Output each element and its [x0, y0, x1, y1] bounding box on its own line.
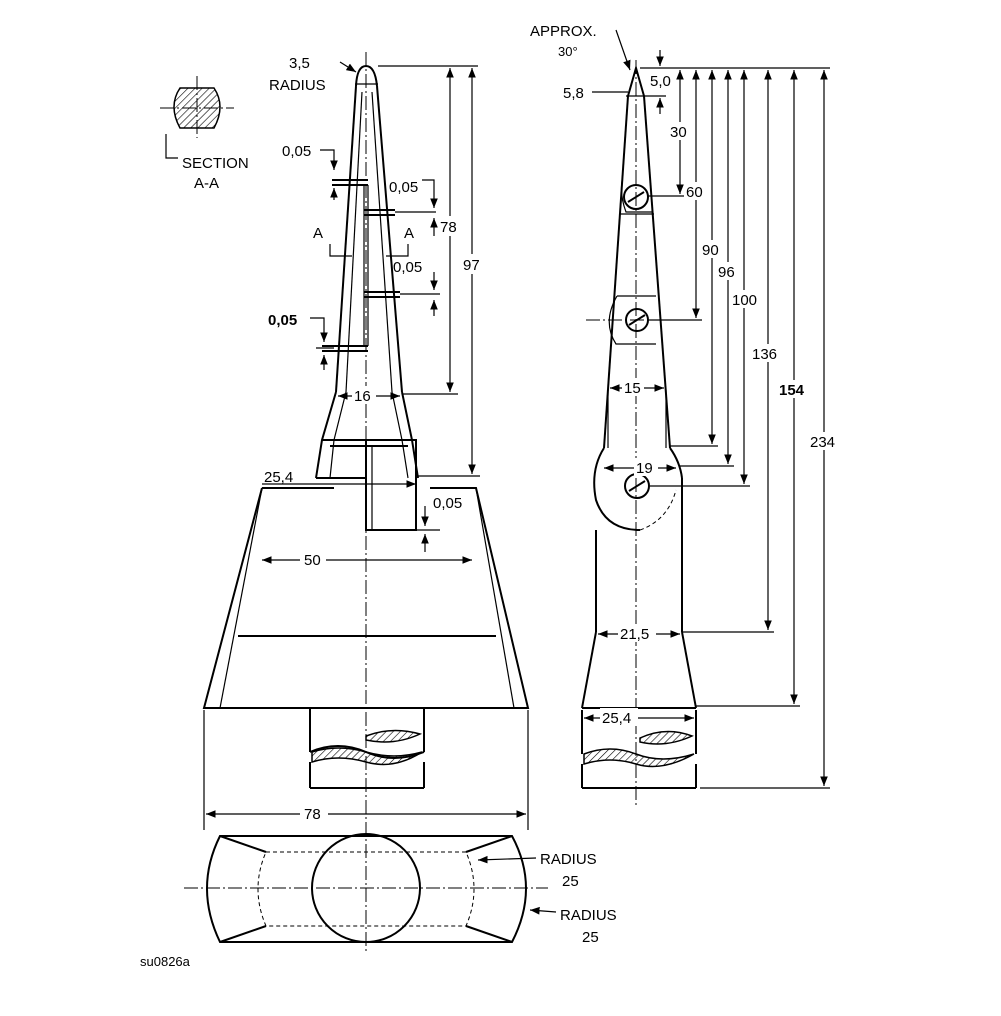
dim-gap-4: 0,05: [268, 312, 297, 329]
dim-width-50: 50: [304, 552, 321, 569]
dim-side-234: 234: [810, 434, 835, 451]
dim-side-width-19: 19: [636, 460, 653, 477]
section-a-a: SECTION A-A: [160, 76, 249, 192]
base-radius-outer-value: 25: [582, 929, 599, 946]
section-title: SECTION: [182, 155, 249, 172]
dim-width-25-4-front: 25,4: [264, 469, 293, 486]
dim-side-width-25-4: 25,4: [602, 710, 631, 727]
side-dimensions: APPROX. 30° 5,0 5,8 30 60 90 96: [530, 23, 842, 789]
tip-angle-word: APPROX.: [530, 23, 597, 40]
dim-side-136: 136: [752, 346, 777, 363]
front-view: [202, 52, 530, 952]
dim-tip-5-8: 5,8: [563, 85, 584, 102]
dim-length-78: 78: [440, 219, 457, 236]
front-dimensions: 3,5 RADIUS 78 97 0,05 0,05 A A 0,05: [203, 55, 529, 830]
base-radius-inner-value: 25: [562, 873, 579, 890]
dim-tip-5-0: 5,0: [650, 73, 671, 90]
base-radius-inner-word: RADIUS: [540, 851, 597, 868]
tip-radius-value: 3,5: [289, 55, 310, 72]
dim-side-60: 60: [686, 184, 703, 201]
section-mark-left: A: [313, 225, 323, 242]
tip-angle-value: 30°: [558, 44, 578, 59]
drawing-id-label: su0826a: [140, 954, 191, 969]
dim-width-78: 78: [304, 806, 321, 823]
bottom-view: RADIUS 25 RADIUS 25: [184, 833, 617, 946]
side-view: [581, 60, 697, 806]
dim-side-96: 96: [718, 264, 735, 281]
dim-side-100: 100: [732, 292, 757, 309]
dim-side-30: 30: [670, 124, 687, 141]
dim-gap-3: 0,05: [393, 259, 422, 276]
dim-gap-1: 0,05: [282, 143, 311, 160]
dim-gap-2: 0,05: [389, 179, 418, 196]
dim-length-97: 97: [463, 257, 480, 274]
dim-width-16: 16: [354, 388, 371, 405]
dim-side-90: 90: [702, 242, 719, 259]
tip-radius-word: RADIUS: [269, 77, 326, 94]
section-mark-right: A: [404, 225, 414, 242]
base-radius-outer-word: RADIUS: [560, 907, 617, 924]
section-name: A-A: [194, 175, 219, 192]
dim-gap-5: 0,05: [433, 495, 462, 512]
dim-side-154: 154: [779, 382, 805, 399]
dim-side-width-21-5: 21,5: [620, 626, 649, 643]
dim-side-width-15: 15: [624, 380, 641, 397]
